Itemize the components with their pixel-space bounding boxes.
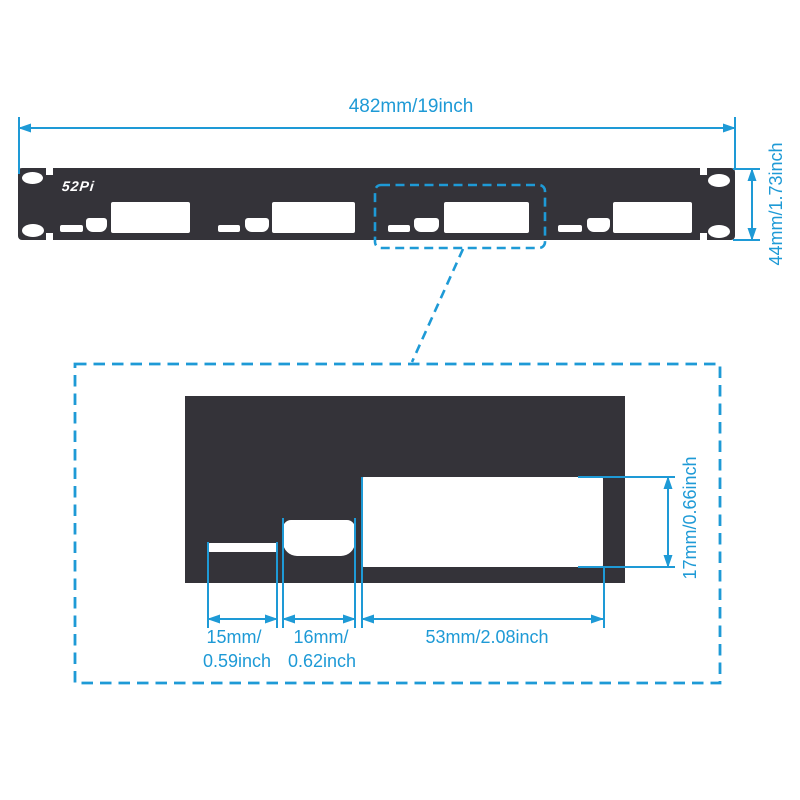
zoom-connector-line (410, 248, 465, 363)
opening-cutout-1 (111, 202, 190, 233)
panel-notch-bottom-right (700, 233, 707, 241)
notch-cutout-4 (587, 218, 610, 232)
panel-notch-top-right (700, 167, 707, 175)
width-dimension-482mm (18, 117, 736, 174)
opening-cutout-2 (272, 202, 355, 233)
brand-logo: 52Pi (61, 178, 96, 194)
slot-cutout-2 (218, 225, 240, 232)
opening-cutout-4 (613, 202, 692, 233)
detail-opening-cutout (362, 477, 603, 567)
mounting-hole-bottom-right (708, 225, 730, 238)
mounting-hole-top-left (22, 172, 43, 184)
opening-width-label: 53mm/2.08inch (425, 627, 549, 647)
notch-cutout-1 (86, 218, 107, 232)
detail-notch-cutout (283, 520, 355, 556)
opening-height-label: 17mm/0.66inch (680, 456, 700, 580)
panel-notch-bottom-left (46, 233, 53, 241)
slot-cutout-1 (60, 225, 83, 232)
detail-slot-cutout (208, 543, 278, 552)
notch-width-label-inch: 0.62inch (287, 651, 357, 671)
height-dimension-44mm (733, 168, 760, 241)
opening-cutout-3 (444, 202, 529, 233)
slot-width-label-mm: 15mm/ (206, 627, 262, 647)
slot-width-label-inch: 0.59inch (202, 651, 272, 671)
height-dim-label: 44mm/1.73inch (766, 142, 786, 266)
notch-cutout-3 (414, 218, 439, 232)
notch-width-label-mm: 16mm/ (293, 627, 349, 647)
notch-cutout-2 (245, 218, 269, 232)
panel-notch-top-left (46, 167, 53, 175)
slot-cutout-4 (558, 225, 582, 232)
width-dim-label: 482mm/19inch (348, 96, 474, 117)
mounting-hole-top-right (708, 174, 730, 187)
mounting-hole-bottom-left (22, 224, 44, 237)
slot-cutout-3 (388, 225, 410, 232)
